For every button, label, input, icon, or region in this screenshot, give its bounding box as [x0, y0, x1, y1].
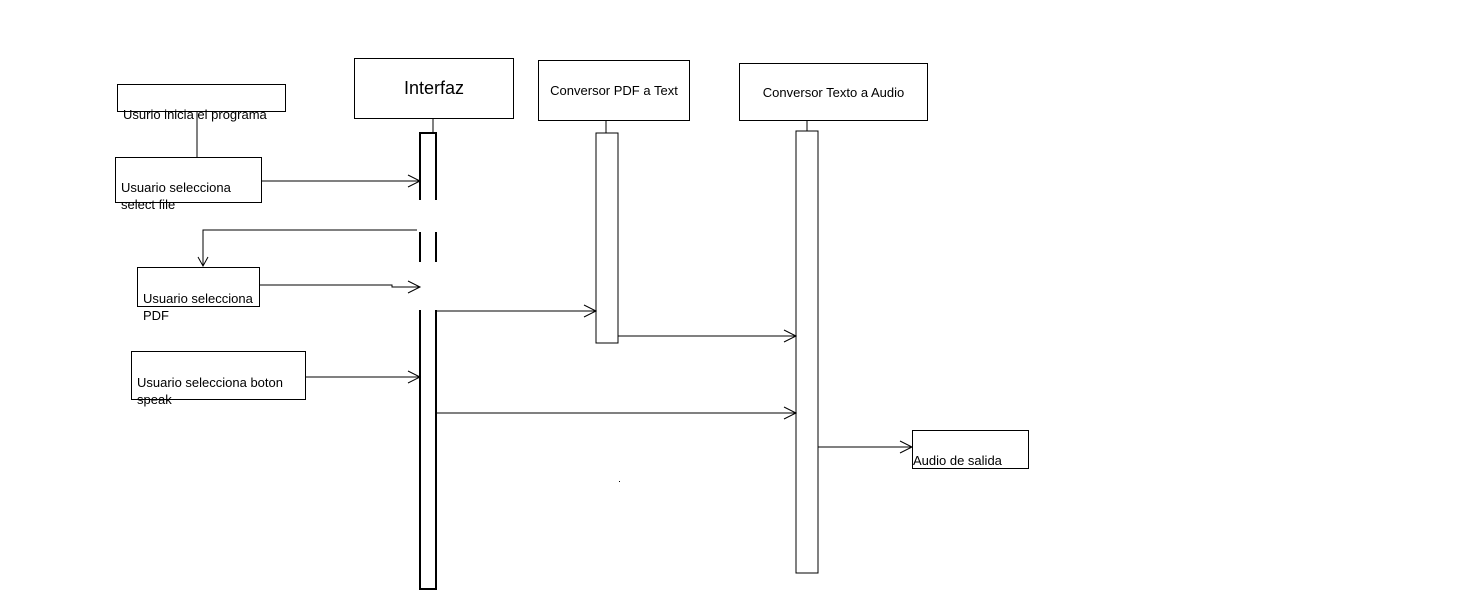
note-label: Usuario selecciona select file — [121, 180, 231, 212]
note-label: Usuario selecciona boton speak — [137, 375, 283, 407]
note-label: Usuario selecciona PDF — [143, 291, 253, 323]
lifeline-label-conversor-pdf: Conversor PDF a Text — [550, 83, 678, 98]
arrowhead — [407, 370, 422, 384]
lifeline-header-interfaz: Interfaz — [354, 58, 514, 119]
lifeline-header-conversor-pdf: Conversor PDF a Text — [538, 60, 690, 121]
note-usuario-inicia: Usurio inicia el programa — [117, 84, 286, 122]
note-selecciona-pdf: Usuario selecciona PDF — [137, 267, 260, 323]
arrowhead — [783, 329, 798, 343]
note-audio-de-salida: Audio de salida — [912, 430, 1029, 469]
note-boton-speak: Usuario selecciona boton speak — [131, 351, 306, 407]
pdf-converter-activation-bar — [595, 132, 619, 344]
lifeline-header-conversor-audio: Conversor Texto a Audio — [739, 63, 928, 121]
arrowhead — [407, 174, 422, 188]
lifeline-label-interfaz: Interfaz — [403, 78, 465, 98]
message-open-pdf-dialog — [202, 229, 417, 266]
stray-dot — [619, 481, 620, 482]
audio-converter-activation-bar — [795, 130, 819, 574]
arrowhead — [197, 256, 209, 268]
note-select-file: Usuario selecciona select file — [115, 157, 262, 212]
interfaz-activation-bar — [419, 132, 437, 590]
arrowhead — [583, 304, 598, 318]
note-label: Usurio inicia el programa — [123, 107, 267, 122]
message-pdf-selected — [259, 284, 420, 288]
lifeline-label-conversor-audio: Conversor Texto a Audio — [762, 84, 905, 100]
arrowhead — [783, 406, 798, 420]
arrowhead — [407, 280, 422, 294]
note-label: Audio de salida — [913, 453, 1002, 468]
